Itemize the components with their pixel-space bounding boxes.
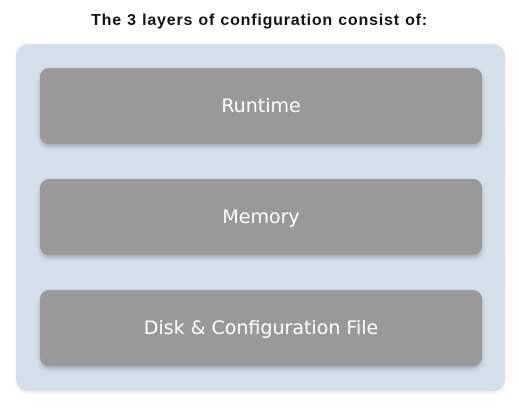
layer-label: Memory (222, 206, 300, 228)
layer-label: Disk & Configuration File (143, 317, 379, 339)
layer-label: Runtime (221, 95, 301, 117)
diagram-title: The 3 layers of configuration consist of… (91, 12, 428, 29)
layer-disk-configuration-file: Disk & Configuration File (40, 290, 482, 366)
layer-memory: Memory (40, 179, 482, 255)
layer-runtime: Runtime (40, 68, 482, 144)
